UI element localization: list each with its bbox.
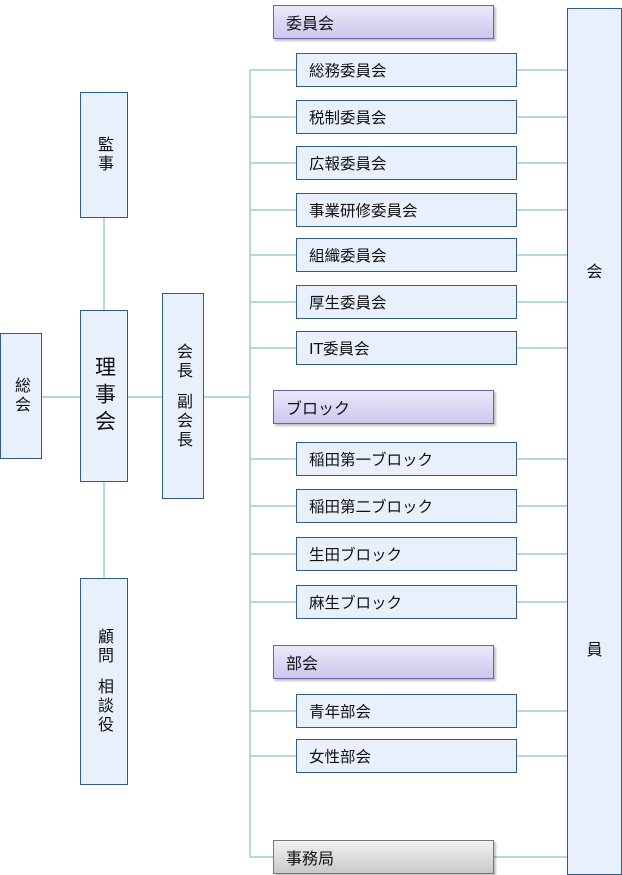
bukai-item: 女性部会 xyxy=(296,739,517,773)
secretariat-box: 事務局 xyxy=(273,840,494,874)
fukukaichou-char: 長 xyxy=(174,430,193,450)
bukai-header: 部会 xyxy=(273,645,494,679)
kaichou-label: 会長 xyxy=(174,342,193,381)
block-item: 稲田第一ブロック xyxy=(296,442,517,476)
kansa-box: 監事 xyxy=(80,92,128,218)
kaichou-char: 会 xyxy=(174,342,193,362)
bukai-item: 青年部会 xyxy=(296,694,517,728)
soudanyaku-char: 談 xyxy=(95,697,114,716)
soukai-box: 総会 xyxy=(0,333,42,459)
block-item: 麻生ブロック xyxy=(296,585,517,619)
committee-item: 総務委員会 xyxy=(296,53,517,87)
kansa-char: 事 xyxy=(95,155,114,174)
kansa-char: 監 xyxy=(95,136,114,155)
members-box: 会 員 xyxy=(567,8,622,875)
committee-item: 厚生委員会 xyxy=(296,285,517,319)
block-item: 稲田第二ブロック xyxy=(296,489,517,523)
komon-label: 顧問 xyxy=(95,628,114,666)
committee-item: IT委員会 xyxy=(296,331,517,365)
komon-soudanyaku-box: 顧問 相談役 xyxy=(80,578,128,785)
blocks-header: ブロック xyxy=(273,390,494,424)
komon-char: 問 xyxy=(95,647,114,666)
soudanyaku-label: 相談役 xyxy=(95,678,114,735)
rijikai-char: 理 xyxy=(92,355,117,383)
fukukaichou-label: 副会長 xyxy=(174,392,193,450)
rijikai-box: 理事会 xyxy=(80,310,128,482)
rijikai-char: 事 xyxy=(92,382,117,410)
fukukaichou-char: 会 xyxy=(174,411,193,431)
committee-item: 事業研修委員会 xyxy=(296,193,517,227)
committee-item: 広報委員会 xyxy=(296,146,517,180)
komon-char: 顧 xyxy=(95,628,114,647)
kaichou-char: 長 xyxy=(174,361,193,381)
soukai-char: 会 xyxy=(12,396,31,415)
members-char: 会 xyxy=(586,262,603,281)
soukai-char: 総 xyxy=(12,377,31,396)
members-char: 員 xyxy=(586,640,603,659)
soudanyaku-char: 役 xyxy=(95,716,114,735)
chair-box: 会長 副会長 xyxy=(162,293,204,499)
block-item: 生田ブロック xyxy=(296,537,517,571)
soudanyaku-char: 相 xyxy=(95,678,114,697)
fukukaichou-char: 副 xyxy=(174,392,193,412)
rijikai-char: 会 xyxy=(92,409,117,437)
committee-item: 税制委員会 xyxy=(296,100,517,134)
committee-item: 組織委員会 xyxy=(296,238,517,272)
committees-header: 委員会 xyxy=(273,5,494,39)
